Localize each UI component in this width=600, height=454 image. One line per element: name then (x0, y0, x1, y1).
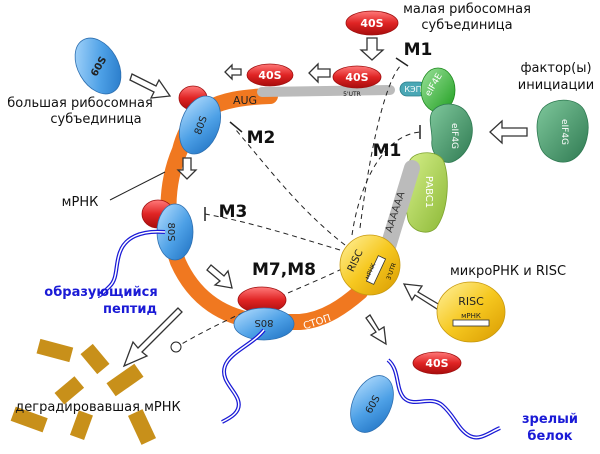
mrna-leader-line (109, 171, 166, 201)
mature-protein-label-line1: зрелый (522, 412, 578, 427)
cap-label: КЭП (404, 85, 421, 94)
mechanism-m1-top: M1 (404, 40, 433, 60)
nascent-peptide (97, 229, 166, 298)
large-subunit-label-line1: большая рибосомная (7, 96, 153, 111)
risc-complex-free: RISC мРНК (436, 281, 506, 343)
mature-protein (386, 358, 501, 440)
arrow-small-subunit-down (359, 37, 385, 61)
small-subunit-incoming: 40S (345, 10, 399, 36)
eif4g-protein: eIF4G (429, 103, 473, 163)
mechanism-m2: M2 (247, 128, 276, 148)
bottom-peptide (221, 328, 266, 424)
free-eif4g-label: eIF4G (559, 119, 569, 145)
arrow-risc-in (402, 283, 441, 310)
small-subunit-label-line1: малая рибосомная (403, 2, 531, 17)
arrow-40s-leftward-2 (224, 63, 242, 81)
initiation-factor-label-line1: фактор(ы) (520, 61, 591, 76)
arrow-80s-down (176, 157, 198, 180)
arrow-elongation (206, 264, 233, 289)
eif4e-protein: eIF4E (420, 67, 456, 113)
cap-structure: КЭП (399, 81, 427, 97)
ribosome-40s-scanning-1: 40S (246, 63, 294, 87)
arrow-60s-to-80s (129, 73, 172, 99)
mature-protein-label-line2: белок (527, 429, 572, 444)
nascent-peptide-label-line2: пептид (103, 302, 157, 317)
degraded-mrna-label: деградировавшая мРНК (15, 400, 180, 415)
risc-free-mirna-label: мРНК (461, 312, 481, 320)
arrow-initiation-factor (489, 119, 528, 145)
degraded-mrna-fragments (10, 338, 157, 445)
ribosome-40s-scanning-2: 40S (332, 65, 382, 89)
mirna-risc-label: микроРНК и RISC (450, 264, 566, 279)
ribosome-80s-bottom: 80S (233, 286, 295, 341)
small-subunit-label-line2: субъединица (421, 18, 512, 33)
aug-label: AUG (233, 94, 257, 107)
mrna-label: мРНК (62, 195, 99, 210)
mechanism-m7-m8: M7,M8 (252, 260, 316, 280)
free-eif4g-factor: eIF4G (536, 99, 589, 163)
large-subunit-label-line2: субъединица (50, 112, 141, 127)
ribosome-40s-scanning-2-label: 40S (345, 71, 368, 84)
utr5-segment (257, 85, 395, 97)
ribosome-80s-middle: 80S (141, 199, 194, 261)
flow-arrows (122, 37, 528, 368)
mechanism-m1-mid: M1 (373, 141, 402, 161)
ribosome-80s-bottom-label: 80S (254, 317, 273, 328)
free-60s-subunit: 60S (74, 37, 122, 95)
inhibition-lines (179, 63, 421, 346)
initiation-factor-label-line2: инициации (518, 78, 594, 93)
utr5-label: 5'UTR (343, 91, 361, 98)
ribosome-40s-scanning-1-label: 40S (258, 69, 281, 82)
degradation-end-circle (170, 341, 182, 353)
mechanism-m3: M3 (219, 202, 248, 222)
inhibition-bars (204, 57, 421, 221)
released-60s: 60S (350, 375, 394, 433)
small-subunit-incoming-label: 40S (360, 17, 383, 30)
eif4g-label: eIF4G (449, 123, 459, 149)
ribosome-80s-top: 80S (178, 85, 221, 155)
arrow-to-mature-protein (365, 314, 387, 346)
released-40s: 40S (412, 351, 462, 375)
risc-complex-bound: RISC мРНК 3'UTR (339, 234, 401, 296)
arrow-40s-leftward (308, 62, 331, 84)
risc-free-label: RISC (458, 295, 484, 308)
nascent-peptide-label-line1: образующийся (44, 285, 157, 300)
ribosome-80s-middle-label: 80S (165, 222, 176, 241)
arrow-to-degraded (122, 307, 183, 368)
released-40s-label: 40S (425, 357, 448, 370)
pabc1-label: PABC1 (423, 176, 434, 208)
